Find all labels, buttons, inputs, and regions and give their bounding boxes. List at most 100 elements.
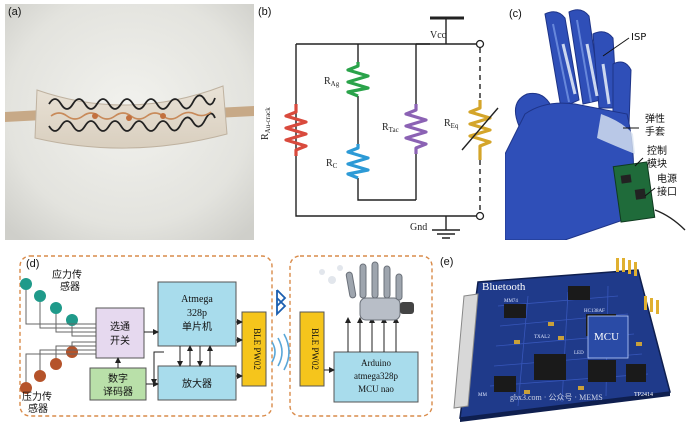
label-chip-hc138: HC138AF — [584, 309, 605, 314]
watermark: gbx3.com · 公众号 · MEMS — [510, 393, 603, 402]
glove-finger-index — [544, 11, 580, 109]
left-tab — [5, 110, 43, 122]
chip-mm74 — [504, 304, 526, 318]
label-isp: ISP — [631, 32, 646, 43]
control-module — [612, 161, 656, 223]
resistor-tac — [404, 104, 428, 154]
label-control-1: 控制 — [647, 144, 667, 157]
panel-label-a: (a) — [8, 6, 22, 18]
circuit-diagram: Vcc Gnd RAu-crack RAg RC RTac REq — [260, 16, 499, 239]
label-ble-left: BLE PW02 — [252, 328, 262, 370]
label-mcu-1: Atmega — [181, 294, 213, 305]
panel-label-d: (d) — [26, 258, 40, 270]
label-arduino-3: MCU nao — [358, 384, 394, 394]
label-mcu-3: 单片机 — [182, 320, 212, 333]
module-chip — [620, 174, 632, 184]
arduino-block — [333, 351, 419, 403]
pcb-edge — [460, 392, 670, 422]
label-power-1: 电源 — [657, 172, 677, 185]
pressure-sensor-dots — [20, 346, 78, 394]
callout-isp — [602, 37, 630, 57]
power-cable — [654, 209, 686, 231]
panel-label-c: (c) — [509, 8, 522, 20]
label-chip-mm: MM — [478, 393, 487, 398]
header-pins — [616, 258, 659, 314]
label-strain-1: 应力传 — [52, 268, 82, 281]
glove-finger-little — [612, 61, 632, 125]
mcu-block — [157, 281, 237, 347]
strain-wires — [25, 290, 96, 337]
glove-photo: ISP 弹性 手套 控制 模块 电源 接口 — [505, 4, 688, 240]
label-vcc: Vcc — [430, 30, 447, 41]
bluetooth-icon — [276, 289, 287, 317]
label-pressure-2: 感器 — [28, 402, 48, 415]
label-switch-2: 开关 — [110, 334, 130, 347]
label-chip-tp: TP2414 — [634, 392, 653, 398]
chip-mm — [494, 376, 516, 392]
label-r-eq: REq — [444, 118, 459, 130]
panel-label-b: (b) — [258, 6, 272, 18]
trace-bottom — [48, 112, 216, 132]
decoder-block — [89, 367, 147, 401]
glove-side-boundary — [19, 255, 273, 417]
glove-highlight — [576, 19, 592, 103]
chip-tp — [626, 364, 646, 382]
label-r-c: RC — [326, 158, 338, 170]
pressure-wires — [25, 341, 96, 382]
label-pressure-1: 压力传 — [22, 390, 52, 403]
system-block-diagram: 应力传 感器 压力传 感器 选通 开关 数字 — [19, 255, 433, 417]
glove-highlight — [552, 23, 570, 103]
sensor-node — [92, 113, 98, 119]
isp-strip — [561, 43, 577, 95]
label-chip-led: LED — [574, 351, 584, 356]
callout-power — [644, 187, 656, 197]
resistor-eq — [468, 100, 492, 160]
pcb-render: Bluetooth MCU MM74 HC138AF TXAL2 LED MM … — [438, 256, 688, 424]
label-switch-1: 选通 — [110, 320, 130, 333]
robot-hand-icon — [319, 261, 414, 321]
panel-label-e: (e) — [440, 256, 454, 268]
label-elastic-1: 弹性 — [645, 112, 665, 125]
label-strain-2: 感器 — [60, 280, 80, 293]
isp-strip — [585, 43, 599, 97]
label-arduino-2: atmega328p — [354, 371, 398, 381]
label-r-tac: RTac — [382, 122, 399, 134]
switch-block — [95, 307, 145, 359]
label-control-2: 模块 — [647, 158, 667, 170]
wire-c-bottom — [357, 178, 416, 201]
gnd-symbol — [432, 229, 460, 239]
callout-control — [634, 157, 644, 167]
label-chip-txal: TXAL2 — [534, 335, 550, 340]
label-arduino-1: Arduino — [361, 358, 391, 368]
label-mcu: MCU — [594, 331, 619, 343]
terminal-bottom — [475, 211, 485, 221]
variable-arrow — [461, 107, 499, 151]
resistor-c — [346, 144, 370, 180]
mcu-module — [587, 315, 629, 359]
panel-a: (a) — [5, 4, 254, 240]
ble-module-right — [299, 311, 325, 387]
label-bluetooth: Bluetooth — [482, 281, 526, 293]
elastic-sleeve — [597, 114, 635, 154]
label-decoder-1: 数字 — [108, 372, 128, 385]
label-ble-right: BLE PW02 — [310, 328, 320, 370]
panel-e: Bluetooth MCU MM74 HC138AF TXAL2 LED MM … — [438, 256, 688, 424]
trace-top — [48, 94, 216, 110]
module-chip — [634, 188, 647, 200]
label-elastic-2: 手套 — [645, 125, 665, 138]
signal-arrows — [115, 317, 399, 387]
chip-right — [588, 360, 616, 382]
sensor-photo — [5, 4, 254, 240]
hand-side-boundary — [289, 255, 433, 417]
smd-components — [514, 322, 642, 394]
sensor-node — [126, 115, 132, 121]
panel-c: ISP 弹性 手套 控制 模块 电源 接口 (c) — [505, 4, 688, 240]
chip-top — [568, 286, 590, 300]
label-gnd: Gnd — [410, 222, 427, 233]
strain-sensor-dots — [20, 278, 78, 326]
wireless-signal-icon — [271, 333, 290, 371]
sensor-node — [160, 113, 166, 119]
terminal-top — [475, 39, 485, 49]
panel-d: (d) 应力传 感器 — [4, 252, 436, 424]
label-chip-mm74: MM74 — [504, 299, 518, 304]
